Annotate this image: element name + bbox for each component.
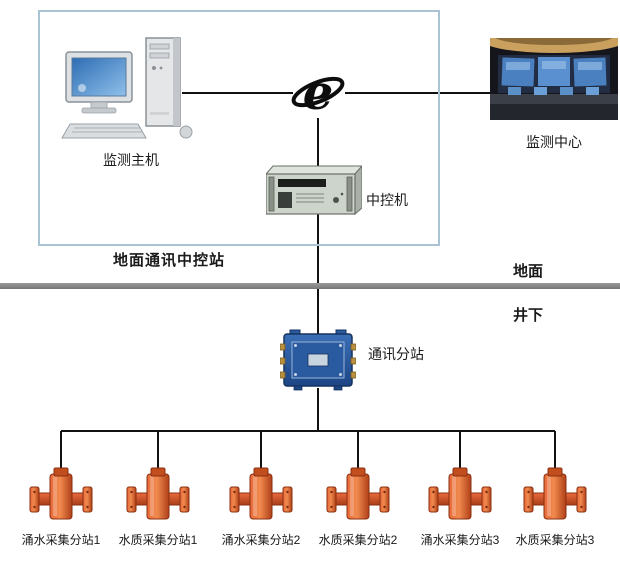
monitor-host-label: 监测主机 (103, 152, 159, 168)
monitor-host-computer-icon (58, 36, 198, 148)
surface-side-label: 地面 (513, 263, 544, 280)
substation-label: 涌水采集分站2 (221, 533, 301, 547)
ground-divider-bar (0, 283, 620, 289)
monitor-center-image (482, 27, 620, 120)
substation-label: 水质采集分站1 (118, 533, 198, 547)
substation-node-6: 水质采集分站3 (505, 466, 605, 548)
flow-sensor-icon (29, 466, 93, 524)
substation-node-2: 水质采集分站1 (108, 466, 208, 548)
substation-label: 水质采集分站2 (318, 533, 398, 547)
substation-node-5: 涌水采集分站3 (410, 466, 510, 548)
flow-sensor-icon (126, 466, 190, 524)
comm-substation-icon (279, 328, 357, 392)
flow-sensor-icon (523, 466, 587, 524)
central-control-label: 中控机 (366, 192, 408, 208)
substation-label: 涌水采集分站1 (21, 533, 101, 547)
central-control-server-icon (264, 164, 364, 216)
substation-node-3: 涌水采集分站2 (211, 466, 311, 548)
internet-e-logo-icon: e (291, 65, 345, 121)
svg-text:e: e (303, 66, 334, 120)
substation-node-4: 水质采集分站2 (308, 466, 408, 548)
comm-substation-label: 通讯分站 (368, 346, 424, 362)
flow-sensor-icon (229, 466, 293, 524)
surface-station-box (38, 10, 440, 246)
substation-label: 水质采集分站3 (515, 533, 595, 547)
surface-station-label: 地面通讯中控站 (113, 252, 226, 269)
substation-label: 涌水采集分站3 (420, 533, 500, 547)
monitor-center-label: 监测中心 (526, 134, 582, 150)
flow-sensor-icon (428, 466, 492, 524)
flow-sensor-icon (326, 466, 390, 524)
substation-node-1: 涌水采集分站1 (11, 466, 111, 548)
underground-side-label: 井下 (513, 307, 544, 324)
